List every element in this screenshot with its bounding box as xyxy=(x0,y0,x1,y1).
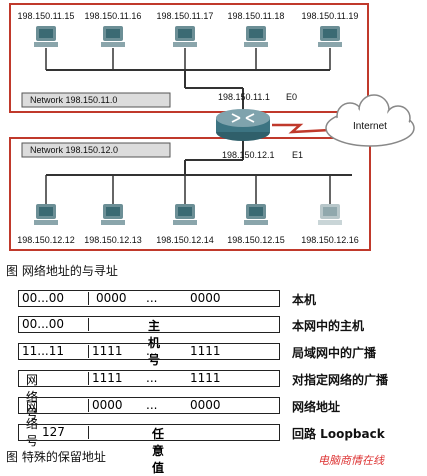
host-part-a: 0000 xyxy=(92,398,123,412)
address-cell xyxy=(18,397,280,414)
divider xyxy=(88,292,89,305)
host-part-dots: ... xyxy=(146,398,158,412)
computer-icon xyxy=(101,204,125,225)
top-host-ip: 198.150.11.19 xyxy=(302,11,359,21)
computer-icon xyxy=(318,204,342,225)
bottom-computers xyxy=(34,204,342,225)
net-part: 00...00 xyxy=(22,317,64,331)
network-bottom-label-box xyxy=(21,142,171,158)
router-if-top: E0 xyxy=(286,92,297,102)
host-part-b: 0000 xyxy=(190,398,221,412)
bottom-host-ip: 198.150.12.15 xyxy=(227,235,285,245)
internet-label: Internet xyxy=(353,121,387,132)
net-part: 127 xyxy=(42,425,65,439)
router-ip-bottom: 198.150.12.1 xyxy=(222,150,275,160)
bottom-host-drops xyxy=(45,175,331,205)
host-part-dots: ... xyxy=(146,371,158,385)
computer-icon xyxy=(318,26,342,47)
address-description: 局域网中的广播 xyxy=(292,346,377,360)
network-top-box xyxy=(9,3,369,113)
computer-icon xyxy=(101,26,125,47)
host-part-dots: 任 意 值 xyxy=(152,427,165,475)
divider xyxy=(88,426,89,439)
computer-icon xyxy=(244,204,268,225)
address-cell xyxy=(18,343,280,360)
net-part: 00...00 xyxy=(22,291,64,305)
computer-icon xyxy=(173,26,197,47)
computer-icon xyxy=(244,26,268,47)
host-part-b: 1111 xyxy=(190,344,221,358)
address-cell xyxy=(18,316,280,333)
host-part-b: 1111 xyxy=(190,371,221,385)
internet-cloud-icon xyxy=(325,94,415,147)
host-part-a: 1111 xyxy=(92,344,123,358)
network-bottom-label: Network 198.150.12.0 xyxy=(30,145,118,155)
watermark: 电脑商情在线 xyxy=(318,454,384,467)
divider xyxy=(88,372,89,385)
address-cell xyxy=(18,290,280,307)
divider xyxy=(88,345,89,358)
network-bottom-box xyxy=(9,137,371,251)
top-host-ip: 198.150.11.16 xyxy=(85,11,142,21)
router-icon xyxy=(216,109,270,141)
bottom-host-ip: 198.150.12.16 xyxy=(301,235,359,245)
host-part-a: 1111 xyxy=(92,371,123,385)
bottom-host-ip: 198.150.12.14 xyxy=(156,235,214,245)
host-part-dots: ... xyxy=(146,344,158,358)
computer-icon xyxy=(173,204,197,225)
divider xyxy=(88,399,89,412)
address-cell xyxy=(18,424,280,441)
host-part-b: 0000 xyxy=(190,291,221,305)
address-description: 对指定网络的广播 xyxy=(292,373,389,387)
net-part: 网络号 xyxy=(26,400,39,448)
figure-caption-2: 图 特殊的保留地址 xyxy=(6,450,106,464)
host-part-a: 0000 xyxy=(96,291,127,305)
network-top-label-box xyxy=(21,92,171,108)
address-description: 回路 Loopback xyxy=(292,427,385,441)
top-host-ip: 198.150.11.15 xyxy=(18,11,75,21)
host-part-dots: ... xyxy=(146,291,158,305)
address-cell xyxy=(18,370,280,387)
top-host-ip: 198.150.11.18 xyxy=(228,11,285,21)
serial-link xyxy=(272,123,331,134)
top-host-drops xyxy=(45,48,331,70)
address-description: 网络地址 xyxy=(292,400,341,414)
computer-icon xyxy=(34,204,58,225)
network-top-label: Network 198.150.11.0 xyxy=(30,95,117,105)
net-part: 11...11 xyxy=(22,344,64,358)
top-computers xyxy=(34,26,342,47)
bottom-host-ip: 198.150.12.13 xyxy=(84,235,142,245)
address-description: 本网中的主机 xyxy=(292,319,365,333)
top-host-ip: 198.150.11.17 xyxy=(157,11,214,21)
figure-caption-1: 图 网络地址的与寻址 xyxy=(6,264,118,278)
address-description: 本机 xyxy=(292,293,317,307)
router-if-bottom: E1 xyxy=(292,150,303,160)
network-diagram: 198.150.11.15 198.150.11.16 198.150.11.1… xyxy=(9,3,415,251)
computer-icon xyxy=(34,26,58,47)
router-ip-top: 198.150.11.1 xyxy=(218,92,270,102)
bottom-host-ip: 198.150.12.12 xyxy=(17,235,75,245)
divider xyxy=(88,318,89,331)
